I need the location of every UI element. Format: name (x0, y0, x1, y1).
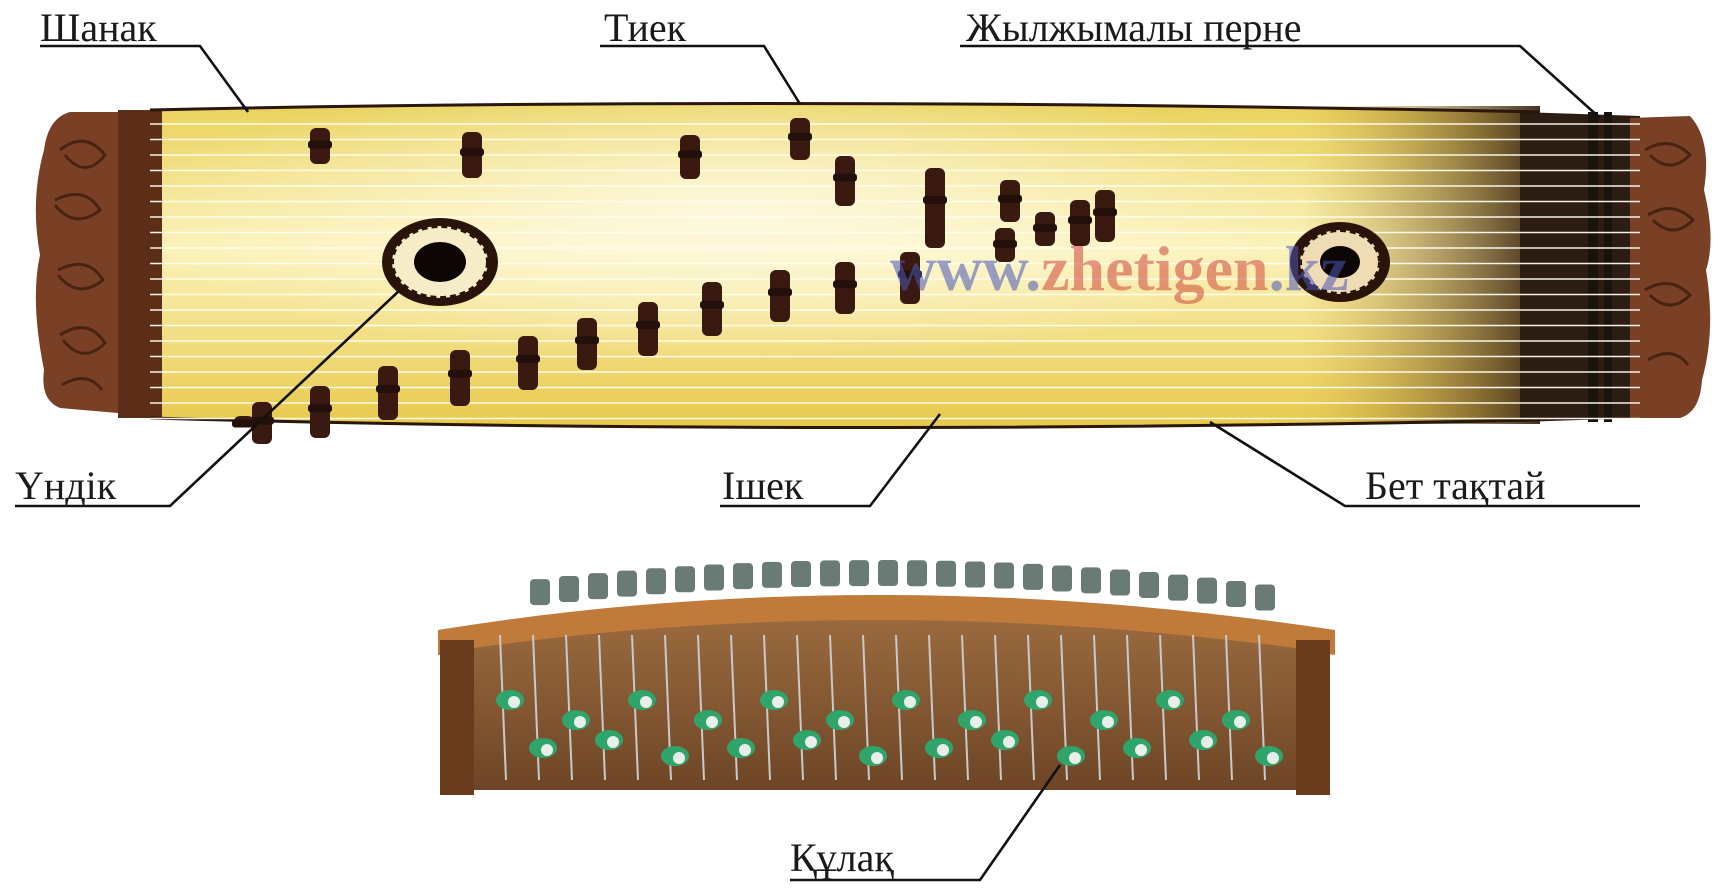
tuning-pin (1168, 575, 1188, 601)
label-bet: Бет тақтай (1365, 466, 1546, 506)
peg-head (739, 744, 751, 756)
tuning-pin (646, 568, 666, 594)
tuning-pin (878, 560, 898, 586)
watermark-main: zhetigen (1041, 233, 1269, 304)
tuning-pin (1139, 572, 1159, 598)
bridge-notch (833, 174, 857, 182)
peg-head (937, 744, 949, 756)
peg-head (772, 696, 784, 708)
tuning-pin (1081, 567, 1101, 593)
bridge-notch (1093, 208, 1117, 216)
peg-head (640, 696, 652, 708)
label-ishek: Ішек (722, 466, 803, 506)
tuning-pin (588, 573, 608, 599)
tuning-pin (936, 561, 956, 587)
tuning-pin (1197, 578, 1217, 604)
bridge-notch (788, 133, 812, 141)
bridge-notch (833, 280, 857, 288)
peg-head (1069, 752, 1081, 764)
leader-shanak (40, 46, 248, 112)
tuning-pin (675, 566, 695, 592)
tuning-pin (617, 571, 637, 597)
bridge-notch (232, 420, 256, 428)
label-tiek: Тиек (604, 8, 686, 48)
bridge-notch (636, 321, 660, 329)
bridge-notch (678, 150, 702, 158)
bridge-notch (308, 141, 332, 149)
peg-head (838, 716, 850, 728)
zhetigen-back-view (438, 560, 1335, 795)
peg-head (970, 716, 982, 728)
peg-head (1267, 752, 1279, 764)
zhetigen-top-view (36, 103, 1711, 444)
tuning-pin (965, 561, 985, 587)
bridge-notch (998, 195, 1022, 203)
tuning-pin (1052, 565, 1072, 591)
peg-head (1234, 716, 1246, 728)
tuning-pin (1226, 581, 1246, 607)
bridge-notch (768, 288, 792, 296)
peg-head (673, 752, 685, 764)
bridge-notch (700, 301, 724, 309)
bridge-notch (460, 148, 484, 156)
tuning-pin (530, 579, 550, 605)
tuning-pin (1255, 585, 1275, 611)
sound-hole-left (382, 218, 498, 306)
bridge-tiek (450, 350, 470, 406)
label-perne: Жылжымалы перне (966, 8, 1302, 48)
bridge-notch (448, 370, 472, 378)
peg-head (541, 744, 553, 756)
watermark: www.zhetigen.kz (890, 233, 1349, 304)
peg-head (1003, 736, 1015, 748)
tuning-pin (1110, 570, 1130, 596)
bridge-notch (1033, 224, 1057, 232)
tuning-pin (1023, 564, 1043, 590)
peg-head (706, 716, 718, 728)
bridge-tiek (518, 336, 538, 390)
tuning-pin (733, 563, 753, 589)
peg-head (1135, 744, 1147, 756)
label-shanak: Шанак (40, 8, 157, 48)
side-post-left (440, 640, 474, 795)
tuning-pin (559, 576, 579, 602)
bridge-notch (1068, 216, 1092, 224)
peg-head (1102, 716, 1114, 728)
peg-head (607, 736, 619, 748)
right-carved-end (1630, 116, 1711, 418)
back-board (460, 620, 1310, 790)
label-undik: Үндік (15, 466, 116, 506)
bridge-tiek (702, 282, 722, 336)
tuning-pin (994, 563, 1014, 589)
tuning-pin (849, 560, 869, 586)
tuning-pin (762, 562, 782, 588)
tuning-pin (907, 560, 927, 586)
bridge-tiek (378, 366, 398, 420)
bridge-notch (308, 404, 332, 412)
tuning-pin (704, 565, 724, 591)
watermark-prefix: www. (890, 233, 1041, 304)
right-tuning-block (1520, 112, 1640, 422)
bridge-notch (516, 355, 540, 363)
tuning-pin (791, 561, 811, 587)
side-post-right (1296, 640, 1330, 795)
bridge-notch (376, 385, 400, 393)
bridge-notch (923, 196, 947, 204)
bridge-notch (575, 336, 599, 344)
watermark-suffix: .kz (1269, 233, 1349, 304)
peg-head (574, 716, 586, 728)
peg-head (508, 696, 520, 708)
peg-head (805, 736, 817, 748)
peg-head (1036, 696, 1048, 708)
peg-head (1168, 696, 1180, 708)
label-kulak: Құлақ (790, 838, 894, 878)
leader-tiek (600, 46, 800, 104)
peg-head (871, 752, 883, 764)
tuning-pin (820, 560, 840, 586)
peg-head (1201, 736, 1213, 748)
bridge-tiek (638, 302, 658, 356)
peg-head (904, 696, 916, 708)
